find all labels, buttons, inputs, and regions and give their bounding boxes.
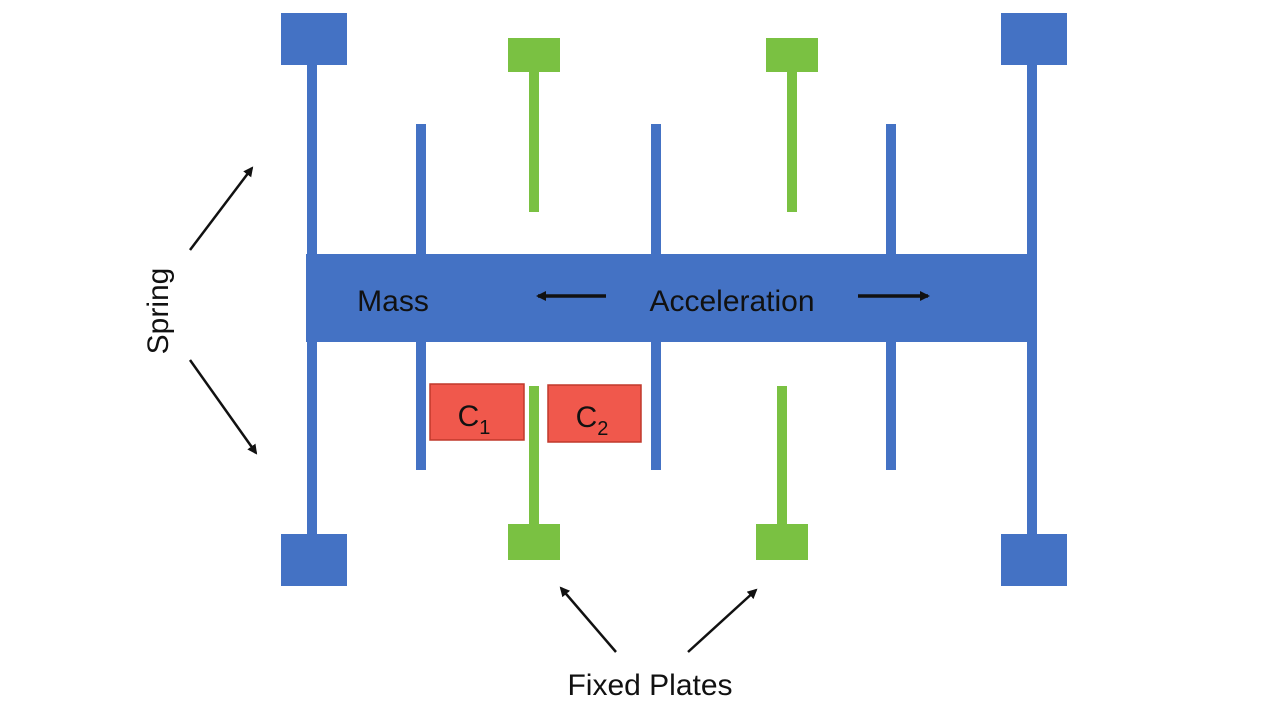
- mass-label: Mass: [357, 285, 429, 318]
- fixed-anchor-bottom-2: [756, 524, 808, 560]
- capacitor-c1-letter: C: [458, 400, 480, 433]
- fixed-plate-bottom-2: [777, 386, 787, 526]
- spring-arrow-up: [189, 166, 254, 251]
- anchor-bottom-right: [1001, 534, 1067, 586]
- anchor-bottom-left: [281, 534, 347, 586]
- fixed-anchor-bottom-1: [508, 524, 560, 560]
- fixed-plate-bottom-1: [529, 386, 539, 526]
- fixed-plates-arrow-left: [559, 586, 617, 653]
- fixed-plate-top-2: [787, 72, 797, 212]
- capacitor-c1: C1: [429, 383, 525, 441]
- fixed-plates-top: [508, 38, 818, 212]
- fixed-anchor-top-1: [508, 38, 560, 72]
- capacitor-c1-box: [429, 383, 525, 441]
- fixed-plates-arrow-right: [687, 588, 758, 653]
- anchor-top-left: [281, 13, 347, 65]
- spring-right: [1001, 13, 1067, 586]
- fixed-anchor-top-2: [766, 38, 818, 72]
- fixed-plate-top-1: [529, 72, 539, 212]
- capacitor-c2-box: [547, 384, 642, 443]
- capacitor-c1-subscript: 1: [479, 417, 490, 439]
- svg-text:C2: C2: [576, 401, 609, 440]
- spring-arrow-down: [188, 359, 258, 455]
- capacitor-c2-subscript: 2: [597, 418, 608, 440]
- spring-label: Spring: [142, 268, 175, 355]
- fixed-plates-bottom: [508, 386, 808, 560]
- capacitor-c2-letter: C: [576, 401, 598, 434]
- svg-text:C1: C1: [458, 400, 491, 439]
- anchor-top-right: [1001, 13, 1067, 65]
- proof-mass: [306, 254, 1030, 342]
- acceleration-label: Acceleration: [649, 285, 814, 318]
- fixed-plates-label: Fixed Plates: [567, 669, 732, 702]
- capacitor-c2: C2: [547, 384, 642, 443]
